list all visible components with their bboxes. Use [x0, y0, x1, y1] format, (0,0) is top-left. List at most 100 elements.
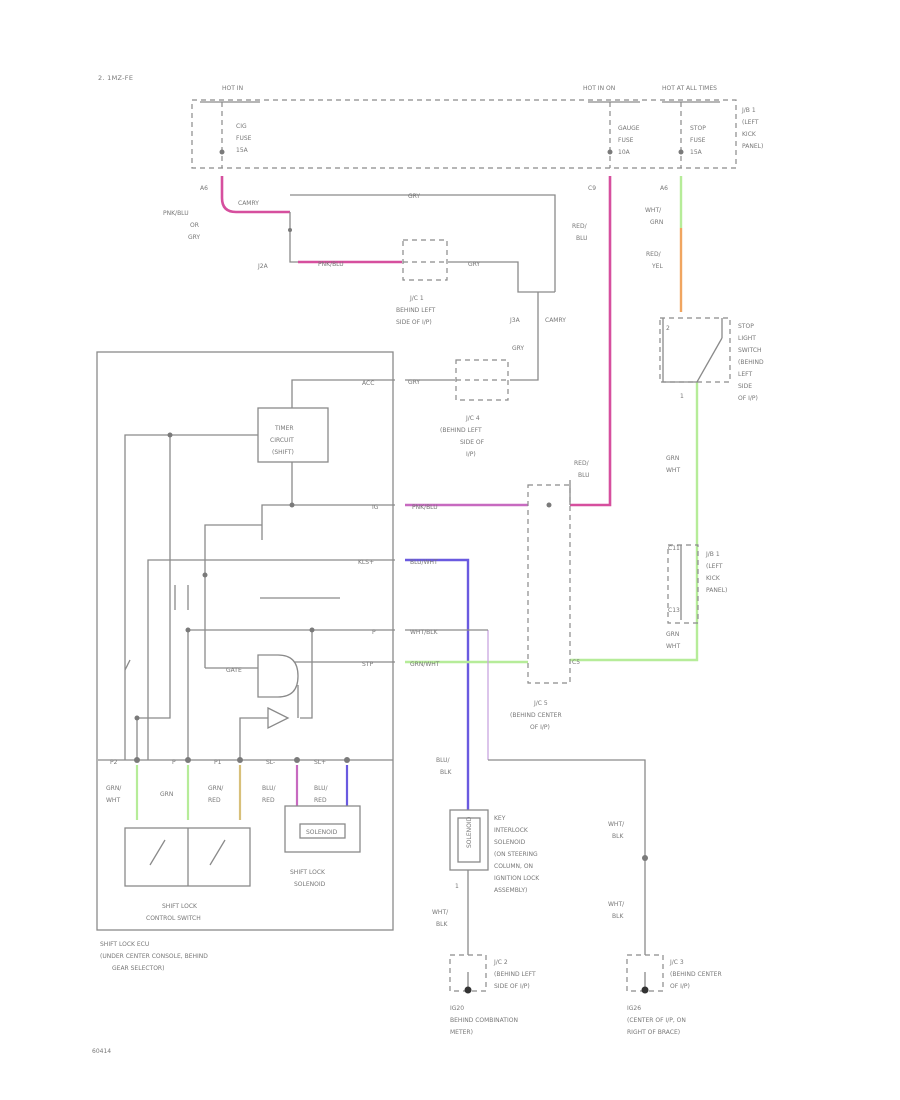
pin-sl-minus: SL- — [266, 759, 275, 766]
wire-label-grn: GRN — [160, 791, 173, 798]
fuse-1-type: FUSE — [236, 135, 252, 142]
wire-label-gry-acc: GRY — [408, 379, 420, 386]
wire-label-redblu-2b: BLU — [578, 472, 590, 479]
junction-block-1: HOT IN HOT IN ON HOT AT ALL TIMES CIG FU… — [191, 85, 763, 169]
wire-label-whtblk-3a: WHT/ — [608, 901, 625, 908]
wire-label-blublk-b: BLK — [440, 769, 452, 776]
wire-pink-a6 — [220, 176, 290, 214]
key-interlock-label-3: SOLENOID — [494, 839, 526, 846]
hot-label-always: HOT AT ALL TIMES — [662, 85, 717, 92]
wire-label-blured-1b: RED — [262, 797, 275, 804]
wire-label-bluwht: BLU/WHT — [410, 559, 438, 566]
wire-label-grnred-b: RED — [208, 797, 221, 804]
shift-lock-solenoid-label-1: SHIFT LOCK — [290, 869, 326, 876]
wire-label-grnwht-b-b: WHT — [106, 797, 120, 804]
pin-one-b: 1 — [455, 883, 459, 890]
pin-j3a: J3A — [509, 317, 521, 324]
wire-label-blured-2a: BLU/ — [314, 785, 329, 792]
shift-lock-ecu-box — [96, 351, 394, 931]
jb1-location-1: J/B 1 — [741, 107, 756, 114]
control-switch-label-1: SHIFT LOCK — [162, 903, 198, 910]
key-interlock-label-2: INTERLOCK — [494, 827, 529, 834]
wire-label-whtblk-1a: WHT/ — [432, 909, 449, 916]
ecu-label-1: SHIFT LOCK ECU — [100, 941, 149, 948]
wire-label-camry-2: CAMRY — [545, 317, 566, 324]
jb1-left-3: KICK — [706, 575, 721, 582]
stop-switch-label-6: SIDE — [738, 383, 752, 390]
pin-p: P — [372, 629, 376, 636]
wire-label-redblu-2a: RED/ — [574, 460, 590, 467]
jc1-label-3: SIDE OF I/P) — [396, 319, 432, 326]
jc4-label-2: (BEHIND LEFT — [440, 427, 482, 434]
pin-c9: C9 — [588, 185, 596, 192]
stop-switch-label-4: (BEHIND — [738, 359, 764, 366]
key-interlock-label-4: (ON STEERING — [494, 851, 538, 858]
jc1-box — [402, 239, 448, 281]
jc3-label-1: J/C 3 — [669, 959, 684, 966]
wire-label-whtblk-2b: BLK — [612, 833, 624, 840]
wire-label-gry-top: GRY — [408, 193, 420, 200]
jc4-label-4: I/P) — [466, 451, 476, 458]
wire-green-stop-down — [570, 382, 699, 662]
jc1-label-1: J/C 1 — [409, 295, 424, 302]
stop-switch-label-2: LIGHT — [738, 335, 756, 342]
pin-sl-plus: SL+ — [314, 759, 326, 766]
wire-label-pnk-3: GRY — [188, 234, 200, 241]
jc5-label-3: OF I/P) — [530, 724, 550, 731]
wire-label-whtblk-2a: WHT/ — [608, 821, 625, 828]
wire-label-pnk-2: OR — [190, 222, 199, 229]
key-interlock-label-5: COLUMN, ON — [494, 863, 533, 870]
wire-label-redyel-b: YEL — [651, 263, 663, 270]
jb1-location-4: PANEL) — [742, 143, 763, 150]
fuse-3-rating: 15A — [690, 149, 703, 156]
wire-blue-kls — [405, 558, 470, 810]
wire-label-pnk-1: PNK/BLU — [163, 210, 189, 217]
jc2-label-2: (BEHIND LEFT — [494, 971, 536, 978]
wire-label-grnwht-1a: GRN — [666, 455, 679, 462]
jc3-label-3: OF I/P) — [670, 983, 690, 990]
pin-two: 2 — [666, 325, 670, 332]
fuse-1-name: CIG — [236, 123, 247, 130]
wire-label-redyel-a: RED/ — [646, 251, 662, 258]
jc5-label-1: J/C 5 — [533, 700, 548, 707]
pin-kls: KLS+ — [358, 559, 374, 566]
pin-stp: STP — [362, 661, 373, 668]
wire-label-whtblk-3b: BLK — [612, 913, 624, 920]
key-interlock-label-6: IGNITION LOCK — [494, 875, 540, 882]
gate-label: GATE — [226, 667, 242, 674]
pin-p2: P2 — [110, 759, 118, 766]
wire-label-whtgrn-a: WHT/ — [645, 207, 662, 214]
wire-label-grnwht-2b: WHT — [666, 643, 680, 650]
wire-label-redblu-1b: BLU — [576, 235, 588, 242]
wire-label-blured-1a: BLU/ — [262, 785, 277, 792]
wire-label-gry-2: GRY — [512, 345, 524, 352]
jc3-label-2: (BEHIND CENTER — [670, 971, 722, 978]
fuse-2-name: GAUGE — [618, 125, 640, 132]
ground-g26-label-2: (CENTER OF I/P, ON — [627, 1017, 686, 1024]
timer-label-3: (SHIFT) — [272, 449, 294, 456]
solenoid-inner-label: SOLENOID — [306, 829, 338, 836]
figure-code: 60414 — [92, 1048, 111, 1055]
pin-c5: C5 — [572, 659, 580, 666]
jc4-box — [455, 359, 509, 401]
pin-a6: A6 — [200, 185, 208, 192]
control-switch-label-2: CONTROL SWITCH — [146, 915, 201, 922]
key-solenoid-inner-label: SOLENOID — [466, 816, 473, 848]
ground-g26-label-1: IG26 — [627, 1005, 641, 1012]
timer-label-1: TIMER — [274, 425, 294, 432]
timer-label-2: CIRCUIT — [270, 437, 294, 444]
logic-gate — [257, 654, 299, 698]
jb1-left-1: J/B 1 — [705, 551, 720, 558]
hot-label-run: HOT IN — [222, 85, 243, 92]
fuse-1-rating: 15A — [236, 147, 249, 154]
ground-g20-label-3: METER) — [450, 1029, 473, 1036]
wire-label-gry-1: GRY — [468, 261, 480, 268]
jb1-left-4: PANEL) — [706, 587, 727, 594]
jb1-location-3: KICK — [742, 131, 757, 138]
wire-label-whtblk-h: WHT/BLK — [410, 629, 439, 636]
fuse-2-rating: 10A — [618, 149, 631, 156]
jc4-label-3: SIDE OF — [460, 439, 485, 446]
wire-label-blublk-a: BLU/ — [436, 757, 451, 764]
stop-switch-label-5: LEFT — [738, 371, 752, 378]
